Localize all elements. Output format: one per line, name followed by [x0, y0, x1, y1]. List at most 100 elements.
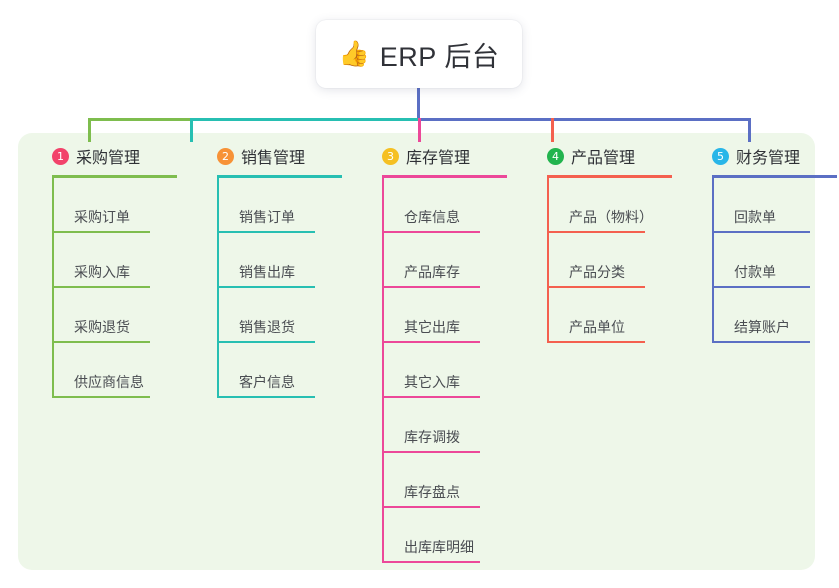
connector-bar-segment-1 [88, 118, 192, 121]
list-item[interactable]: 销售出库 [217, 233, 355, 288]
list-item[interactable]: 供应商信息 [52, 343, 190, 398]
column-underline [712, 175, 837, 178]
tree-branch-line [217, 286, 315, 288]
column-items: 仓库信息产品库存其它出库其它入库库存调拨库存盘点出库库明细 [382, 178, 520, 563]
list-item[interactable]: 客户信息 [217, 343, 355, 398]
list-item[interactable]: 付款单 [712, 233, 839, 288]
number-badge-icon: 1 [52, 147, 69, 165]
list-item[interactable]: 结算账户 [712, 288, 839, 343]
column-title: 财务管理 [736, 150, 801, 167]
column-underline [217, 175, 342, 178]
tree-branch-line [52, 341, 150, 343]
connector-drop-2 [190, 118, 193, 142]
list-item-label: 销售订单 [239, 209, 295, 225]
number-badge-icon: 4 [547, 147, 564, 165]
tree-branch-line [382, 396, 480, 398]
tree-branch-line [52, 396, 150, 398]
list-item-label: 回款单 [734, 209, 776, 225]
column-header-5[interactable]: 5 财务管理 [690, 143, 839, 169]
list-item[interactable]: 其它出库 [382, 288, 520, 343]
list-item-label: 其它入库 [404, 374, 460, 390]
list-item-label: 采购退货 [74, 319, 130, 335]
tree-trunk-line [217, 178, 219, 398]
list-item-label: 销售出库 [239, 264, 295, 280]
column-items: 采购订单采购入库采购退货供应商信息 [52, 178, 190, 398]
column-4: 4 产品管理产品（物料） 产品分类产品单位 [525, 143, 685, 343]
tree-branch-line [712, 341, 810, 343]
number-badge-icon: 5 [712, 147, 729, 165]
tree-branch-line [547, 341, 645, 343]
list-item-label: 产品分类 [569, 264, 625, 280]
tree-branch-line [382, 341, 480, 343]
list-item[interactable]: 库存盘点 [382, 453, 520, 508]
list-item-label: 产品库存 [404, 264, 460, 280]
list-item-label: 库存盘点 [404, 484, 460, 500]
list-item[interactable]: 库存调拨 [382, 398, 520, 453]
column-items: 销售订单销售出库销售退货客户信息 [217, 178, 355, 398]
list-item[interactable]: 其它入库 [382, 343, 520, 398]
column-1: 1 采购管理采购订单采购入库采购退货供应商信息 [30, 143, 190, 398]
column-header-4[interactable]: 4 产品管理 [525, 143, 685, 169]
list-item-label: 产品单位 [569, 319, 625, 335]
list-item[interactable]: 销售退货 [217, 288, 355, 343]
column-underline [52, 175, 177, 178]
tree-branch-line [217, 396, 315, 398]
list-item[interactable]: 采购入库 [52, 233, 190, 288]
tree-trunk-line [382, 178, 384, 563]
tree-branch-line [382, 286, 480, 288]
connector-bar-segment-2 [190, 118, 420, 121]
tree-branch-line [382, 506, 480, 508]
thumbs-up-icon: 👍 [338, 39, 370, 68]
tree-trunk-line [712, 178, 714, 343]
tree-branch-line [382, 231, 480, 233]
list-item-label: 客户信息 [239, 374, 295, 390]
list-item[interactable]: 产品单位 [547, 288, 685, 343]
list-item[interactable]: 采购退货 [52, 288, 190, 343]
column-5: 5 财务管理回款单付款单结算账户 [690, 143, 839, 343]
tree-branch-line [382, 561, 480, 563]
diagram-panel [18, 133, 815, 570]
list-item-label: 采购入库 [74, 264, 130, 280]
tree-branch-line [217, 341, 315, 343]
list-item[interactable]: 采购订单 [52, 178, 190, 233]
page-title: ERP 后台 [379, 41, 500, 72]
list-item-label: 采购订单 [74, 209, 130, 225]
column-title: 产品管理 [571, 150, 636, 167]
connector-drop-4 [551, 118, 554, 142]
column-title: 库存管理 [406, 150, 471, 167]
tree-branch-line [52, 231, 150, 233]
tree-trunk-line [547, 178, 549, 343]
list-item[interactable]: 回款单 [712, 178, 839, 233]
connector-drop-5 [748, 118, 751, 142]
list-item[interactable]: 仓库信息 [382, 178, 520, 233]
tree-branch-line [217, 231, 315, 233]
connector-bar-segment-3 [418, 118, 751, 121]
list-item-label: 付款单 [734, 264, 776, 280]
column-items: 回款单付款单结算账户 [712, 178, 839, 343]
diagram-title-card: 👍 ERP 后台 [316, 20, 522, 88]
column-underline [382, 175, 507, 178]
tree-branch-line [712, 231, 810, 233]
list-item[interactable]: 出库库明细 [382, 508, 520, 563]
list-item[interactable]: 产品库存 [382, 233, 520, 288]
list-item-label: 结算账户 [734, 319, 790, 335]
tree-branch-line [547, 286, 645, 288]
list-item-label: 出库库明细 [404, 539, 474, 555]
column-items: 产品（物料） 产品分类产品单位 [547, 178, 685, 343]
list-item-label: 供应商信息 [74, 374, 144, 390]
column-header-1[interactable]: 1 采购管理 [30, 143, 190, 169]
tree-branch-line [52, 286, 150, 288]
list-item-label: 仓库信息 [404, 209, 460, 225]
list-item[interactable]: 销售订单 [217, 178, 355, 233]
list-item-label: 销售退货 [239, 319, 295, 335]
number-badge-icon: 2 [217, 147, 234, 165]
list-item[interactable]: 产品分类 [547, 233, 685, 288]
connector-drop-1 [88, 118, 91, 142]
column-underline [547, 175, 672, 178]
column-title: 采购管理 [76, 150, 141, 167]
list-item[interactable]: 产品（物料） [547, 178, 685, 233]
list-item-label: 产品（物料） [569, 209, 653, 225]
